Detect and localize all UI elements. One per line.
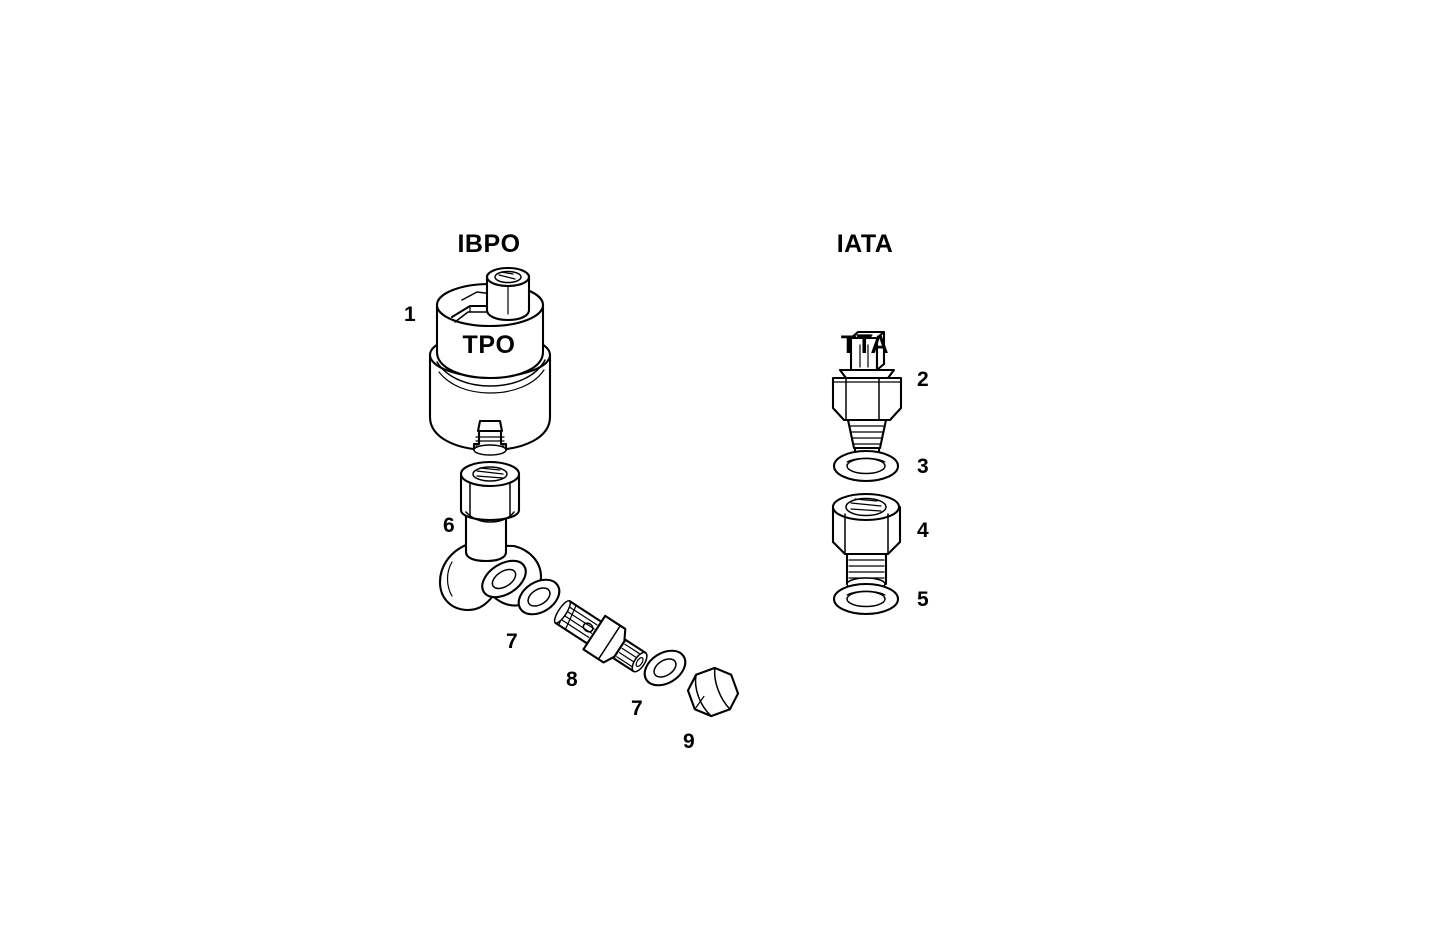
part-3-sealing-washer — [832, 449, 900, 483]
callout-item-8: 8 — [566, 668, 578, 691]
part-7-sealing-washer-lower — [643, 649, 687, 687]
part-2-temperature-sender — [831, 330, 903, 480]
callout-item-2: 2 — [917, 368, 929, 391]
callout-item-3: 3 — [917, 455, 929, 478]
group-heading-left-line2: TPO — [462, 330, 516, 359]
group-heading-right-line2: TTA — [840, 330, 890, 359]
part-7-sealing-washer-upper — [517, 578, 561, 616]
callout-item-6: 6 — [443, 514, 455, 537]
group-heading-left: IBPO TPO — [414, 160, 564, 430]
part-1-oil-pressure-sender — [428, 266, 552, 456]
callout-item-7-upper: 7 — [506, 630, 518, 653]
callout-item-1: 1 — [404, 303, 416, 326]
callout-item-5: 5 — [917, 588, 929, 611]
callout-item-4: 4 — [917, 519, 929, 542]
part-9-cap-nut — [686, 666, 740, 718]
part-8-banjo-union-bolt — [553, 599, 648, 673]
part-5-sealing-washer — [832, 582, 900, 616]
group-heading-right: IATA TTA — [790, 160, 940, 430]
part-6-banjo-elbow-fitting — [438, 460, 543, 612]
part-4-hex-adapter-bushing — [831, 492, 902, 591]
group-heading-left-line1: IBPO — [457, 229, 521, 258]
callout-item-7-lower: 7 — [631, 697, 643, 720]
group-heading-right-line1: IATA — [836, 229, 894, 258]
callout-item-9: 9 — [683, 730, 695, 753]
